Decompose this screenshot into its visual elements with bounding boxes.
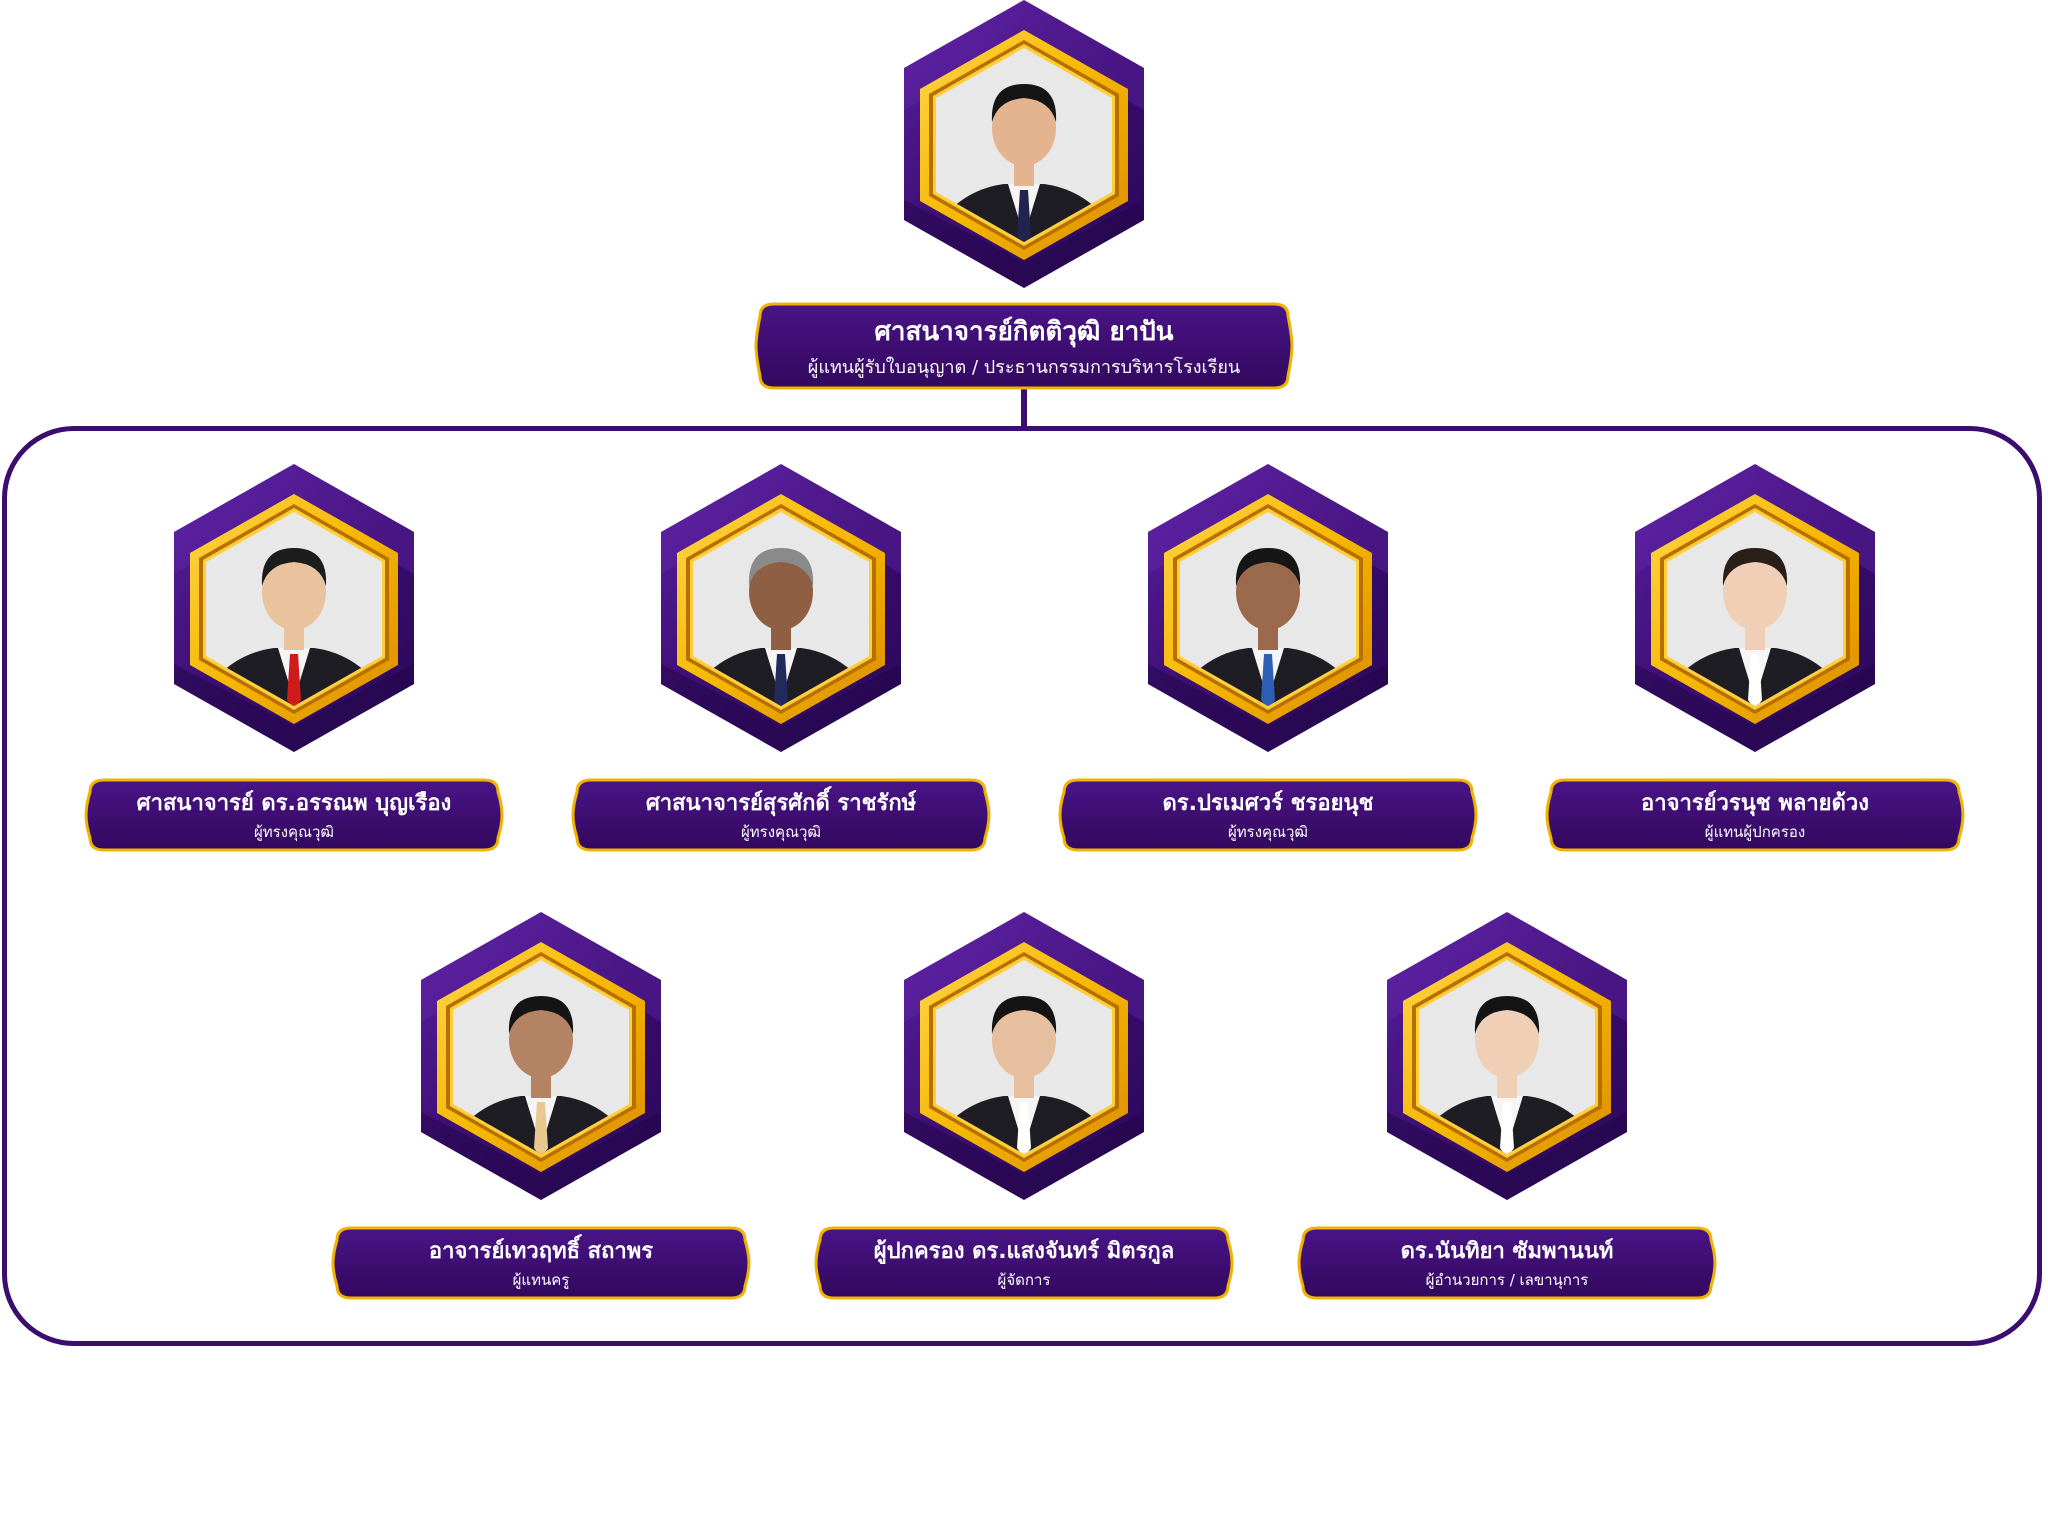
portrait-member-7 [1387, 912, 1627, 1200]
member-role: ผู้ทรงคุณวุฒิ [1228, 823, 1308, 841]
member-role: ผู้แทนผู้ปกครอง [1704, 823, 1806, 841]
nameplate-member-5: อาจารย์เทวฤทธิ์ สถาพรผู้แทนครู [331, 1226, 751, 1300]
member-name: ศาสนาจารย์สุรศักดิ์ ราชรักษ์ [645, 791, 917, 816]
member-name: ศาสนาจารย์ ดร.อรรณพ บุญเรือง [136, 791, 452, 816]
nameplate-member-2: ศาสนาจารย์สุรศักดิ์ ราชรักษ์ผู้ทรงคุณวุฒ… [571, 778, 991, 852]
member-name: อาจารย์เทวฤทธิ์ สถาพร [428, 1239, 654, 1264]
portrait-member-3 [1148, 464, 1388, 752]
portrait-chairman [904, 0, 1144, 288]
member-name: อาจารย์วรนุช พลายด้วง [1641, 791, 1869, 816]
nameplate-chairman: ศาสนาจารย์กิตติวุฒิ ยาปันผู้แทนผู้รับใบอ… [754, 302, 1294, 390]
member-role: ผู้จัดการ [997, 1271, 1051, 1289]
portrait-member-5 [421, 912, 661, 1200]
member-role: ผู้แทนครู [512, 1271, 570, 1289]
member-role: ผู้ทรงคุณวุฒิ [741, 823, 821, 841]
member-role: ผู้แทนผู้รับใบอนุญาต / ประธานกรรมการบริห… [807, 357, 1241, 378]
portrait-member-2 [661, 464, 901, 752]
nameplate-member-3: ดร.ปรเมศวร์ ชรอยนุชผู้ทรงคุณวุฒิ [1058, 778, 1478, 852]
portrait-member-1 [174, 464, 414, 752]
nameplate-member-6: ผู้ปกครอง ดร.แสงจันทร์ มิตรกูลผู้จัดการ [814, 1226, 1234, 1300]
nameplate-member-7: ดร.นันทิยา ซัมพานนท์ผู้อำนวยการ / เลขานุ… [1297, 1226, 1717, 1300]
nameplate-member-4: อาจารย์วรนุช พลายด้วงผู้แทนผู้ปกครอง [1545, 778, 1965, 852]
member-role: ผู้ทรงคุณวุฒิ [254, 823, 334, 841]
portrait-member-4 [1635, 464, 1875, 752]
member-role: ผู้อำนวยการ / เลขานุการ [1425, 1271, 1589, 1289]
member-name: ศาสนาจารย์กิตติวุฒิ ยาปัน [874, 317, 1174, 347]
member-name: ผู้ปกครอง ดร.แสงจันทร์ มิตรกูล [873, 1239, 1175, 1264]
committee-group-frame [2, 426, 2042, 1346]
nameplate-member-1: ศาสนาจารย์ ดร.อรรณพ บุญเรืองผู้ทรงคุณวุฒ… [84, 778, 504, 852]
portrait-member-6 [904, 912, 1144, 1200]
member-name: ดร.ปรเมศวร์ ชรอยนุช [1162, 791, 1374, 816]
member-name: ดร.นันทิยา ซัมพานนท์ [1400, 1239, 1614, 1264]
connector-line [1021, 388, 1027, 428]
